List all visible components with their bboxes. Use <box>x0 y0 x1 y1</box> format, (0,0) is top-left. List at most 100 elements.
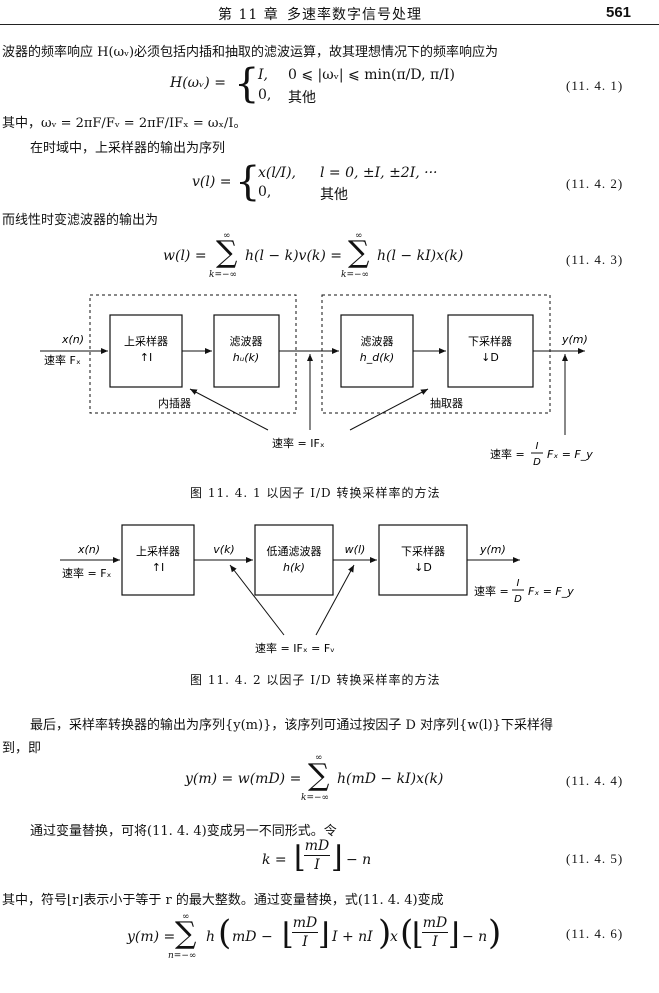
eq6-floor2-right: ⌋ <box>448 917 460 952</box>
fig1-filter-d-sub: h_d(k) <box>360 351 394 364</box>
eq6-paren2-close: ) <box>488 913 502 953</box>
eq1-brace: { <box>234 61 260 107</box>
eq2-case2-value: 0, <box>258 184 272 200</box>
fig1-filter-d-label: 滤波器 <box>361 335 394 348</box>
eq6-lhs: y(m) = <box>127 929 176 945</box>
eq5-rhs: − n <box>346 852 372 868</box>
eq5-floor-right: ⌋ <box>331 840 343 875</box>
eq2-number: (11. 4. 2) <box>566 176 624 191</box>
paragraph-5-cont: 到，即 <box>2 741 42 756</box>
fig1-upsampler-label: 上采样器 <box>124 334 168 348</box>
fig2-upsampler-box <box>121 524 195 596</box>
interpolator-group <box>89 294 297 414</box>
eq6-paren-close: ) <box>378 913 392 953</box>
chapter-label: 第 11 章 <box>218 7 279 23</box>
fig1-output-label: y(m) <box>561 333 588 346</box>
fig1-mid-rate: 速率 = IFₓ <box>272 436 325 450</box>
fig1-interpolator-label: 内插器 <box>158 396 191 410</box>
fig1-out-rate-suffix: Fₓ = F_y <box>547 448 593 461</box>
eq3-term2: h(l − kI)x(k) <box>377 248 464 264</box>
figure-11-4-1-caption: 图 11. 4. 1 以因子 I/D 转换采样率的方法 <box>190 486 441 500</box>
eq3-term1: h(l − k)v(k) = <box>245 248 343 264</box>
fig2-lowpass-sub: h(k) <box>283 561 305 574</box>
fig2-lowpass-box <box>254 524 334 596</box>
fig2-out-rate-suffix: Fₓ = F_y <box>528 585 574 598</box>
paragraph-4: 而线性时变滤波器的输出为 <box>2 213 159 228</box>
eq4-number: (11. 4. 4) <box>566 773 624 788</box>
eq6-number: (11. 4. 6) <box>566 926 624 941</box>
eq3-sum1-lower: k=−∞ <box>209 270 238 280</box>
fig2-input-rate: 速率 = Fₓ <box>62 566 112 580</box>
eq5-fraction: mD I <box>304 838 330 873</box>
eq5-number: (11. 4. 5) <box>566 851 624 866</box>
eq2-lhs: v(l) = <box>192 174 232 190</box>
fig2-upsampler-factor: ↑I <box>152 561 164 574</box>
fig1-input-rate: 速率 Fₓ <box>44 353 81 367</box>
fig1-downsampler-label: 下采样器 <box>468 334 512 348</box>
eq6-floor2-left: ⌊ <box>412 917 424 952</box>
fig2-downsampler-label: 下采样器 <box>401 544 445 558</box>
eq6-paren2-open: ( <box>400 913 414 953</box>
fig2-mid-rate: 速率 = IFₓ = Fᵥ <box>255 641 335 655</box>
fig1-filter-u-label: 滤波器 <box>230 335 263 348</box>
fig2-lowpass-label: 低通滤波器 <box>267 545 322 558</box>
eq6-x: x <box>390 929 398 945</box>
eq3-sum2-upper: ∞ <box>355 231 363 241</box>
eq6-fraction-2-numerator: mD <box>422 915 448 931</box>
fig2-rate-pointer-right <box>315 564 355 636</box>
fig2-out-rate-num: I <box>517 578 520 589</box>
paragraph-2: 其中，ωᵥ = 2πF/Fᵥ = 2πF/IFₓ = ωₓ/I。 <box>2 116 247 131</box>
fig2-output-label: y(m) <box>479 543 506 556</box>
eq4-term: h(mD − kI)x(k) <box>337 771 444 787</box>
fig1-decimator-label: 抽取器 <box>430 396 463 410</box>
paragraph-7: 其中，符号⌊r⌋表示小于等于 r 的最大整数。通过变量替换，式(11. 4. 4… <box>2 893 444 908</box>
eq6-floor1-left: ⌊ <box>282 917 294 952</box>
figure-11-4-1-diagram: x(n) 速率 Fₓ 上采样器 ↑I 滤波器 hᵤ(k) 滤波器 h_d(k) … <box>40 294 593 468</box>
eq1-case1-condition: 0 ⩽ |ωᵥ| ⩽ min(π/D, π/I) <box>288 67 455 83</box>
fig2-downsampler-factor: ↓D <box>414 561 432 574</box>
fig1-filter-u-sub: hᵤ(k) <box>233 351 259 364</box>
paragraph-6: 通过变量替换，可将(11. 4. 4)变成另一不同形式。令 <box>30 824 337 839</box>
eq6-part3: − n <box>462 929 488 945</box>
fig2-signal-w: w(l) <box>345 543 366 556</box>
eq6-fraction-1-bar <box>292 932 318 933</box>
eq3-lhs: w(l) = <box>163 248 207 264</box>
rate-pointer-3 <box>349 388 429 431</box>
eq5-floor-left: ⌊ <box>294 840 306 875</box>
eq6-floor1-right: ⌋ <box>318 917 330 952</box>
eq3-number: (11. 4. 3) <box>566 252 624 267</box>
eq3-sum2-sigma: ∑ <box>348 235 370 270</box>
fig1-out-rate-num: I <box>536 441 539 452</box>
eq2-case1-condition: l = 0, ±I, ±2I, ··· <box>320 165 438 181</box>
eq2-brace: { <box>235 159 261 205</box>
paragraph-1: 波器的频率响应 H(ωᵥ)必须包括内插和抽取的滤波运算，故其理想情况下的频率响应… <box>2 45 499 60</box>
fig1-out-rate-den: D <box>533 457 541 468</box>
decimator-group <box>321 294 551 414</box>
eq6-fraction-1-numerator: mD <box>292 915 318 931</box>
eq6-fraction-1: mD I <box>292 915 318 950</box>
eq5-fraction-denominator: I <box>314 857 320 873</box>
eq2-case2-condition: 其他 <box>320 187 348 203</box>
eq6-sum-lower: n=−∞ <box>168 951 197 961</box>
eq6-fraction-2-bar <box>422 932 448 933</box>
eq3-sum1-upper: ∞ <box>223 231 231 241</box>
eq1-case1-value: I, <box>258 67 268 83</box>
fig2-upsampler-label: 上采样器 <box>136 544 180 558</box>
eq1-lhs: H(ωᵥ) = <box>170 75 226 91</box>
eq4-sum-sigma: ∑ <box>308 758 330 793</box>
fig2-input-label: x(n) <box>77 543 100 556</box>
chapter-title: 多速率数字信号处理 <box>287 7 422 23</box>
fig1-input-label: x(n) <box>61 333 84 346</box>
eq1-case2-condition: 其他 <box>288 90 316 106</box>
eq6-part2: I + nI <box>332 929 373 945</box>
fig2-out-rate-den: D <box>514 594 522 605</box>
eq6-sum-upper: ∞ <box>182 912 190 922</box>
eq6-sum-sigma: ∑ <box>175 916 197 951</box>
eq4-lhs: y(m) = w(mD) = <box>185 771 302 787</box>
eq4-sum-lower: k=−∞ <box>301 793 330 803</box>
figure-11-4-2-caption: 图 11. 4. 2 以因子 I/D 转换采样率的方法 <box>190 673 441 687</box>
eq2-case1-value: x(l/I), <box>258 165 296 181</box>
eq6-paren-open: ( <box>218 913 232 953</box>
eq6-fraction-1-denominator: I <box>302 934 308 950</box>
eq5-lhs: k = <box>262 852 287 868</box>
